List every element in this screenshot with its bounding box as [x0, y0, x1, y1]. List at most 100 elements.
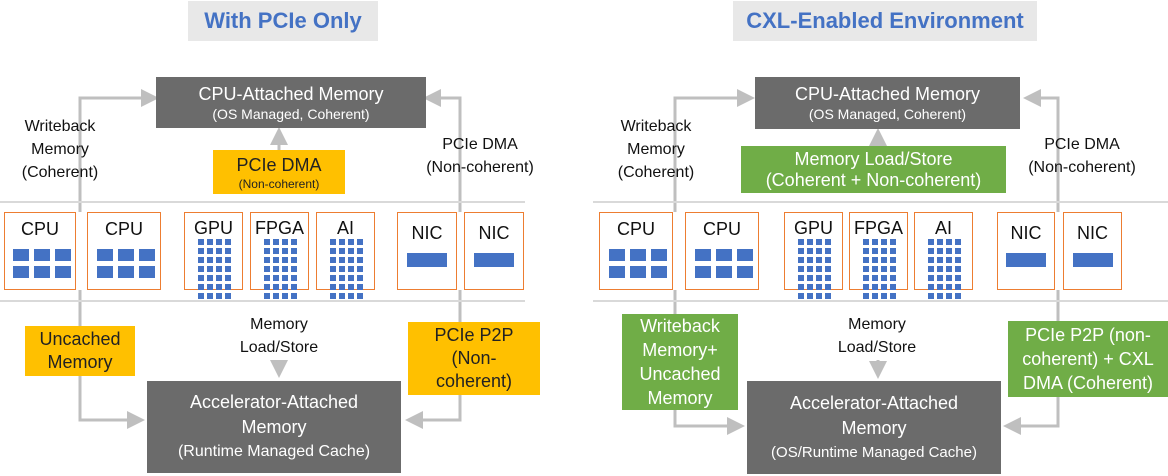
box-line: (Coherent + Non-coherent) — [765, 169, 982, 190]
left-uncached-memory-box: Uncached Memory — [25, 326, 135, 376]
box-line: DMA (Coherent) — [1022, 373, 1154, 393]
box-line: Memory — [647, 388, 713, 408]
box-line: Memory — [241, 417, 307, 437]
right-accelerator-attached-memory: Accelerator-Attached Memory (OS/Runtime … — [747, 381, 1001, 474]
cpu-core-grid — [97, 249, 155, 278]
label-line: PCIe DMA — [1044, 136, 1120, 153]
label-line: Writeback — [24, 118, 96, 135]
right-cpu-attached-memory: CPU-Attached Memory (OS Managed, Coheren… — [755, 77, 1020, 129]
box-line: coherent) — [435, 371, 513, 391]
right-cpu-memory-subtitle: (OS Managed, Coherent) — [808, 106, 967, 122]
chip-label: CPU — [20, 219, 59, 239]
right-chip-cpu-2: CPU — [685, 212, 759, 290]
label-line: (Coherent) — [617, 164, 695, 181]
chip-label: GPU — [193, 218, 233, 238]
left-accelerator-attached-memory: Accelerator-Attached Memory (Runtime Man… — [147, 381, 401, 473]
left-chip-fpga: FPGA — [250, 212, 309, 299]
chip-label: AI — [336, 218, 354, 238]
chip-label: CPU — [702, 219, 741, 239]
box-line: Memory+ — [642, 340, 718, 360]
label-line: Memory — [848, 316, 906, 333]
box-line: Uncached — [639, 364, 721, 384]
chip-label: FPGA — [853, 218, 903, 238]
box-line: Uncached — [39, 329, 121, 349]
box-line: Accelerator-Attached — [789, 392, 959, 413]
right-cpu-memory-title: CPU-Attached Memory — [794, 84, 981, 104]
fpga-core-grid — [863, 239, 896, 299]
box-line: Memory — [47, 352, 113, 372]
box-line: (Non- — [451, 348, 497, 368]
right-pcie-p2p-cxl-box: PCIe P2P (non- coherent) + CXL DMA (Cohe… — [1008, 321, 1168, 397]
right-chip-fpga: FPGA — [849, 212, 908, 299]
cpu-core-grid — [695, 249, 753, 278]
left-cpu-memory-title: CPU-Attached Memory — [198, 83, 384, 104]
gpu-core-grid — [198, 239, 231, 299]
box-subtitle: (OS/Runtime Managed Cache) — [771, 443, 977, 461]
left-chip-nic-2: NIC — [464, 212, 524, 290]
right-chip-nic-1: NIC — [997, 212, 1055, 290]
chip-label: NIC — [1077, 223, 1108, 243]
left-separator-bottom — [0, 300, 525, 302]
right-chip-nic-2: NIC — [1063, 212, 1122, 290]
left-chip-cpu-2: CPU — [87, 212, 161, 290]
label-line: Load/Store — [239, 339, 319, 356]
left-writeback-label: Writeback Memory (Coherent) — [4, 115, 116, 184]
nic-port — [1073, 253, 1113, 267]
chip-label: NIC — [478, 223, 510, 243]
left-chip-nic-1: NIC — [397, 212, 457, 290]
ai-core-grid — [330, 239, 363, 299]
label-line: Writeback — [620, 118, 692, 135]
left-chip-cpu-1: CPU — [4, 212, 76, 290]
right-chip-gpu: GPU — [784, 212, 843, 299]
chip-label: GPU — [793, 218, 833, 238]
label-line: (Coherent) — [21, 164, 99, 181]
chip-label: AI — [934, 218, 952, 238]
box-line: Writeback — [640, 316, 720, 336]
right-chip-ai: AI — [914, 212, 973, 299]
left-pcie-p2p-box: PCIe P2P (Non- coherent) — [408, 322, 540, 395]
box-subtitle: (Runtime Managed Cache) — [177, 443, 371, 460]
nic-port — [474, 253, 514, 267]
right-writeback-uncached-box: Writeback Memory+ Uncached Memory — [622, 314, 738, 410]
box-line: Accelerator-Attached — [189, 392, 359, 412]
left-chip-gpu: GPU — [184, 212, 243, 299]
nic-port — [1006, 253, 1046, 267]
chip-label: CPU — [616, 219, 655, 239]
box-line: Memory — [841, 417, 907, 438]
box-subtitle: (Non-coherent) — [238, 176, 320, 191]
label-line: Memory — [627, 141, 685, 158]
left-pcie-dma-label: PCIe DMA (Non-coherent) — [410, 133, 550, 179]
chip-label: CPU — [104, 219, 143, 239]
right-pcie-dma-label: PCIe DMA (Non-coherent) — [1012, 133, 1152, 179]
right-separator-bottom — [593, 300, 1168, 302]
label-line: PCIe DMA — [442, 136, 518, 153]
box-title: PCIe DMA — [236, 154, 322, 175]
right-writeback-label: Writeback Memory (Coherent) — [600, 115, 712, 184]
left-separator-top — [0, 201, 525, 203]
label-line: Load/Store — [837, 339, 917, 356]
left-title: With PCIe Only — [188, 1, 378, 41]
label-line: Memory — [31, 141, 89, 158]
right-memory-loadstore-label: Memory Load/Store — [817, 313, 937, 359]
chip-label: FPGA — [254, 218, 304, 238]
cpu-core-grid — [609, 249, 667, 278]
box-line: PCIe P2P — [434, 325, 514, 345]
chip-label: NIC — [411, 223, 443, 243]
label-line: (Non-coherent) — [426, 159, 534, 176]
right-memory-loadstore-box: Memory Load/Store (Coherent + Non-cohere… — [741, 146, 1006, 193]
box-line: coherent) + CXL — [1022, 349, 1154, 369]
label-line: (Non-coherent) — [1028, 159, 1136, 176]
right-separator-top — [593, 201, 1168, 203]
ai-core-grid — [928, 239, 961, 299]
cpu-core-grid — [13, 249, 71, 278]
left-chip-ai: AI — [316, 212, 375, 299]
left-memory-loadstore-label: Memory Load/Store — [219, 313, 339, 359]
left-pcie-dma-box: PCIe DMA (Non-coherent) — [213, 150, 345, 194]
box-line: Memory Load/Store — [794, 148, 953, 169]
label-line: Memory — [250, 316, 308, 333]
chip-label: NIC — [1010, 223, 1042, 243]
left-cpu-attached-memory: CPU-Attached Memory (OS Managed, Coheren… — [156, 77, 426, 128]
nic-port — [407, 253, 447, 267]
gpu-core-grid — [798, 239, 831, 299]
